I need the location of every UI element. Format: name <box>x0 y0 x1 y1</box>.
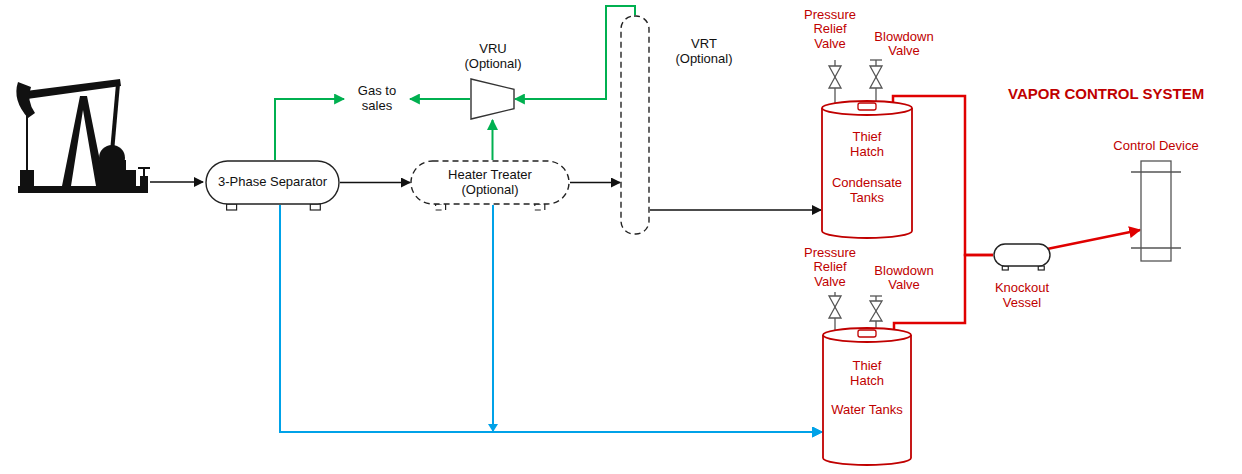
flow-line <box>1047 230 1140 249</box>
vapor-recovery-tower: VRT (Optional) <box>620 15 650 235</box>
heater-treater-vessel: Heater Treater (Optional) <box>410 160 570 205</box>
compressor-symbol: VRU (Optional) <box>470 78 515 120</box>
vapor-recovery-tower-outline <box>620 15 650 235</box>
flow-line <box>493 205 822 432</box>
node-text: Water Tanks <box>831 403 903 418</box>
flow-line <box>492 120 494 160</box>
node-body: Heater Treater (Optional) <box>410 160 570 205</box>
flow-line <box>280 205 822 432</box>
node-caption: VRU (Optional) <box>456 42 530 72</box>
knockout-vessel: Knockout Vessel <box>993 243 1051 267</box>
node-text: Heater Treater (Optional) <box>434 168 546 198</box>
valve-label: Pressure Relief Valve <box>800 246 860 289</box>
flow-line <box>340 182 410 184</box>
node-body: 3-Phase Separator <box>205 160 340 205</box>
pumpjack-illustration <box>16 79 150 193</box>
node-text: Condensate Tanks <box>825 176 909 206</box>
flow-line <box>650 209 821 211</box>
node-body <box>620 15 650 235</box>
flow-line <box>410 98 470 100</box>
node-label: Knockout Vessel <box>985 281 1059 311</box>
node-caption: VRT (Optional) <box>666 37 742 67</box>
node-body <box>993 243 1051 267</box>
valve-label: Blowdown Valve <box>866 30 942 59</box>
control-device-outline <box>1140 160 1172 262</box>
valve-label: Blowdown Valve <box>866 264 942 293</box>
node-body: Thief HatchWater Tanks <box>822 327 912 467</box>
sales-gas-outlet: Gas to sales <box>347 82 407 116</box>
node-text: Gas to sales <box>351 84 403 114</box>
knockout-vessel-outline <box>993 243 1051 267</box>
storage-tank: Thief HatchCondensate Tanks <box>821 100 913 240</box>
node-body <box>1140 160 1172 262</box>
flow-line <box>515 6 635 99</box>
valve-label: Pressure Relief Valve <box>800 8 860 51</box>
node-caption: Control Device <box>1096 139 1216 154</box>
well-flow-arrow <box>150 181 203 183</box>
storage-tank: Thief HatchWater Tanks <box>822 327 912 467</box>
node-text: 3-Phase Separator <box>218 175 327 190</box>
control-device: Control Device <box>1140 160 1172 262</box>
node-body: Thief HatchCondensate Tanks <box>821 100 913 240</box>
node-body: Gas to sales <box>347 82 407 116</box>
node-body <box>470 78 515 120</box>
node-label: VRU (Optional) <box>456 42 530 72</box>
node-label: Control Device <box>1096 139 1216 154</box>
storage-tank-outline <box>821 100 913 240</box>
storage-tank-outline <box>822 327 912 467</box>
node-text: Thief Hatch <box>841 359 893 389</box>
separator-vessel: 3-Phase Separator <box>205 160 340 205</box>
flow-line <box>275 99 344 160</box>
node-text: Thief Hatch <box>841 130 893 160</box>
node-label: VRT (Optional) <box>666 37 742 67</box>
compressor-symbol-outline <box>470 78 515 120</box>
flow-line <box>570 182 620 184</box>
section-title: VAPOR CONTROL SYSTEM <box>1008 86 1204 103</box>
node-caption: Knockout Vessel <box>985 281 1059 311</box>
